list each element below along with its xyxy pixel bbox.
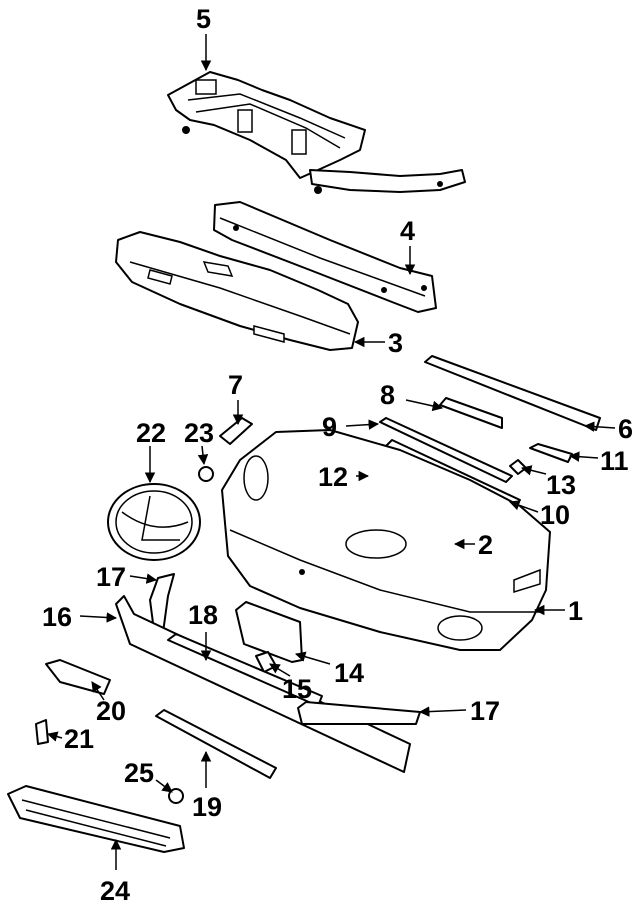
callout-13: 13: [546, 470, 576, 500]
callout-3: 3: [388, 328, 403, 358]
radiator-support-part: [167, 71, 466, 194]
callout-17-upper: 17: [96, 562, 126, 592]
callout-4: 4: [400, 216, 415, 246]
bumper-reinforcement-part: [213, 201, 437, 313]
leader-23: [197, 445, 209, 466]
callout-25: 25: [124, 758, 154, 788]
garnish-17-lower-part: [297, 701, 421, 725]
bumper-cover-part: [221, 429, 551, 651]
energy-absorber-part: [115, 231, 359, 351]
seal-9-part: [379, 417, 513, 483]
clip-21-part: [35, 719, 49, 745]
leader-14: [294, 651, 331, 665]
bracket-19-part: [155, 709, 277, 779]
callout-5: 5: [196, 4, 211, 34]
callout-labels: 1 2 3 4 5 6 7 8 9 10 11 12 13 14 15 16 1…: [42, 4, 633, 906]
leader-20: [91, 681, 105, 701]
leader-10: [509, 500, 539, 513]
leader-9: [345, 419, 380, 430]
callout-17-lower: 17: [470, 696, 500, 726]
callout-1: 1: [568, 596, 583, 626]
bracket-7-part: [219, 417, 253, 445]
leader-21: [46, 731, 63, 742]
callout-8: 8: [380, 380, 395, 410]
callout-15: 15: [282, 674, 312, 704]
leader-17b: [418, 706, 467, 717]
callout-6: 6: [618, 414, 633, 444]
callout-9: 9: [322, 412, 337, 442]
bracket-11-part: [529, 443, 573, 463]
leader-13: [520, 465, 547, 476]
callout-14: 14: [334, 658, 364, 688]
leader-17a: [129, 573, 158, 584]
leader-25: [155, 779, 173, 793]
bracket-20-part: [45, 659, 111, 695]
callout-22: 22: [136, 418, 166, 448]
callout-11: 11: [600, 446, 629, 476]
callout-23: 23: [184, 418, 214, 448]
leader-6: [583, 421, 616, 432]
leader-11: [568, 451, 599, 462]
callout-19: 19: [192, 792, 222, 822]
callout-7: 7: [228, 370, 243, 400]
leader-15: [269, 663, 291, 677]
callout-24: 24: [100, 876, 130, 906]
callout-18: 18: [188, 600, 218, 630]
lip-16-part: [115, 595, 411, 773]
bracket-8-part: [439, 397, 503, 429]
leader-8: [405, 399, 444, 412]
grille-part: [7, 785, 185, 853]
leader-lines: [46, 34, 616, 870]
strip-6-part: [424, 355, 601, 431]
clip-13-part: [509, 459, 527, 475]
callout-2: 2: [478, 530, 493, 560]
callout-12: 12: [318, 462, 348, 492]
callout-16: 16: [42, 602, 72, 632]
emblem-part: [107, 483, 201, 561]
callout-21: 21: [64, 724, 94, 754]
callout-10: 10: [540, 500, 570, 530]
clip-23-part: [198, 466, 214, 482]
leader-16: [79, 612, 118, 623]
callout-20: 20: [96, 696, 126, 726]
